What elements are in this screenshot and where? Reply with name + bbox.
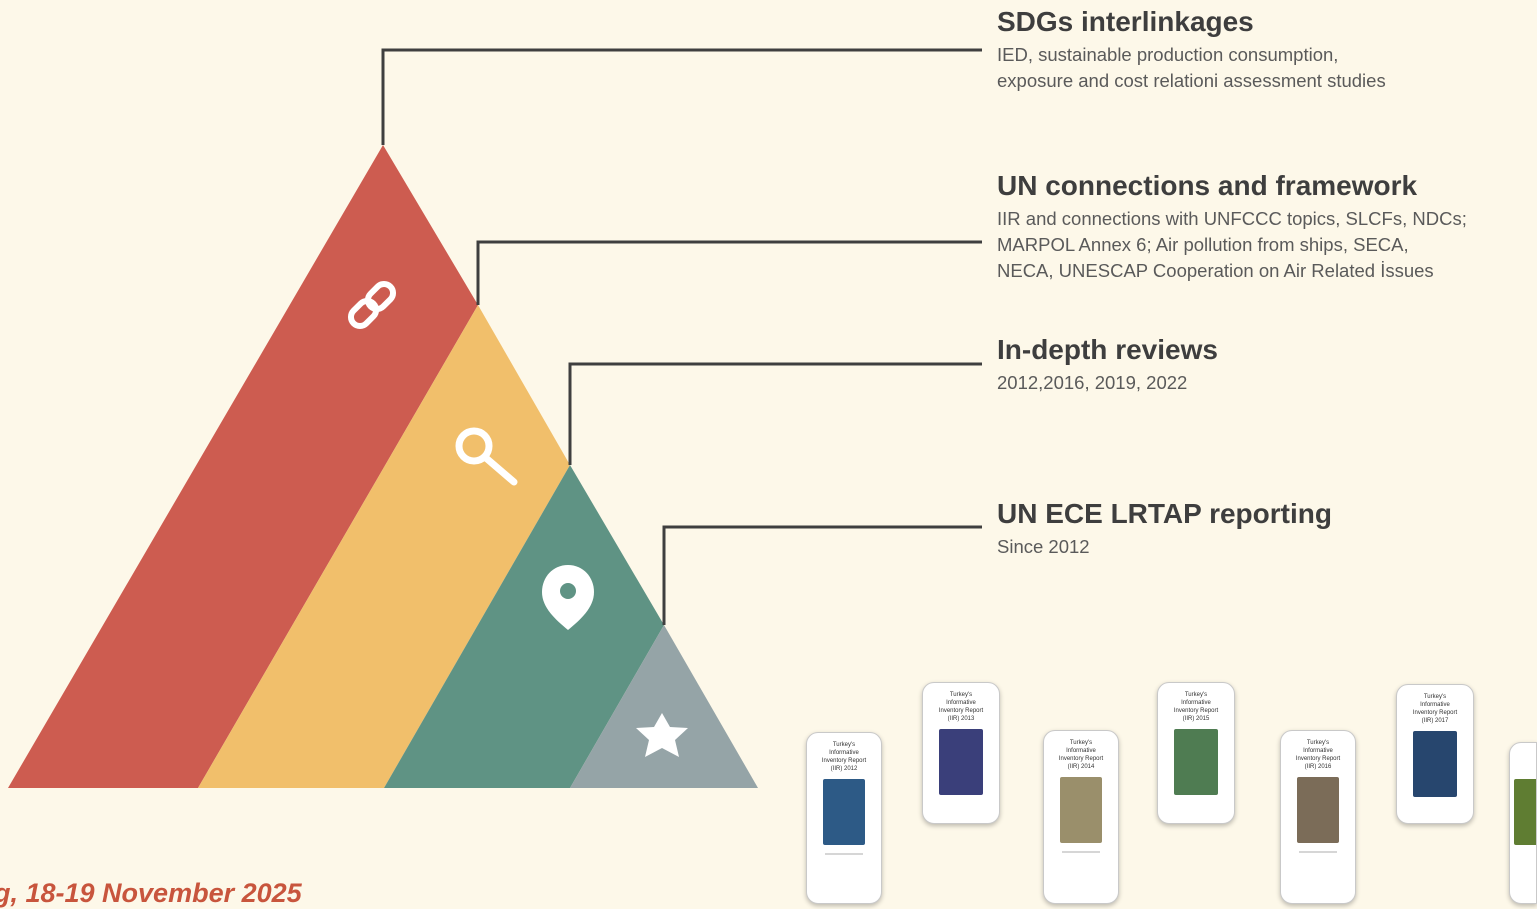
- report-subtitle: Informative Inventory Report: [938, 700, 984, 714]
- label-title-in-depth: In-depth reviews: [997, 334, 1218, 365]
- report-subtitle: Informative Inventory Report: [821, 750, 867, 764]
- report-cover-photo: [1514, 779, 1536, 845]
- desc-line: exposure and cost relationi assessment s…: [997, 70, 1386, 91]
- label-desc-un-connections: IIR and connections with UNFCCC topics, …: [997, 206, 1467, 284]
- report-cover-photo: [822, 779, 866, 845]
- pyramid-band-un-connections: [198, 305, 570, 788]
- label-desc-sdgs: IED, sustainable production consumption,…: [997, 42, 1386, 94]
- report-thumbnail-2017: Turkey's Informative Inventory Report (I…: [1396, 684, 1474, 824]
- report-year: (IIR) 2017: [1421, 718, 1449, 724]
- desc-line: IIR and connections with UNFCCC topics, …: [997, 208, 1467, 229]
- label-title-sdgs: SDGs interlinkages: [997, 6, 1254, 37]
- label-desc-in-depth: 2012,2016, 2019, 2022: [997, 370, 1218, 396]
- desc-line: Since 2012: [997, 536, 1090, 557]
- report-thumbnail-2013: Turkey's Informative Inventory Report (I…: [922, 682, 1000, 824]
- report-thumbnail-2018: [1509, 742, 1537, 904]
- report-cover-photo: [1059, 777, 1103, 843]
- desc-line: NECA, UNESCAP Cooperation on Air Related…: [997, 260, 1434, 281]
- pyramid-band-in-depth: [384, 465, 664, 788]
- divider: [1062, 851, 1100, 853]
- star-icon: [636, 713, 688, 757]
- label-title-un-connections: UN connections and framework: [997, 170, 1418, 201]
- pyramid-band-lrtap: [570, 625, 758, 788]
- label-desc-lrtap: Since 2012: [997, 534, 1332, 560]
- report-cover-photo: [939, 729, 983, 795]
- report-year: (IIR) 2016: [1304, 764, 1332, 770]
- label-sdgs: SDGs interlinkages IED, sustainable prod…: [997, 6, 1386, 94]
- divider: [1299, 851, 1337, 853]
- report-cover-photo: [1413, 731, 1457, 797]
- report-year: (IIR) 2013: [947, 716, 975, 722]
- report-subtitle: Informative Inventory Report: [1058, 748, 1104, 762]
- connector-line-sdgs: [381, 48, 982, 145]
- report-name: Turkey's: [949, 692, 973, 698]
- desc-line: 2012,2016, 2019, 2022: [997, 372, 1188, 393]
- link-icon: [347, 280, 397, 330]
- connector-line-un-connections: [476, 240, 982, 305]
- report-year: (IIR) 2015: [1182, 716, 1210, 722]
- report-thumbnail-2014: Turkey's Informative Inventory Report (I…: [1043, 730, 1119, 904]
- report-subtitle: Informative Inventory Report: [1412, 702, 1458, 716]
- report-thumbnail-2015: Turkey's Informative Inventory Report (I…: [1157, 682, 1235, 824]
- label-lrtap: UN ECE LRTAP reporting Since 2012: [997, 498, 1332, 560]
- label-title-lrtap: UN ECE LRTAP reporting: [997, 498, 1332, 529]
- report-thumbnail-2016: Turkey's Informative Inventory Report (I…: [1280, 730, 1356, 904]
- desc-line: IED, sustainable production consumption,: [997, 44, 1339, 65]
- report-cover-photo: [1174, 729, 1218, 795]
- report-name: Turkey's: [832, 742, 856, 748]
- label-un-connections: UN connections and framework IIR and con…: [997, 170, 1467, 284]
- report-year: (IIR) 2012: [830, 766, 858, 772]
- desc-line: MARPOL Annex 6; Air pollution from ships…: [997, 234, 1409, 255]
- divider: [825, 853, 863, 855]
- report-name: Turkey's: [1423, 694, 1447, 700]
- report-year: (IIR) 2014: [1067, 764, 1095, 770]
- report-subtitle: Informative Inventory Report: [1173, 700, 1219, 714]
- location-pin-icon: [542, 565, 594, 630]
- search-icon: [455, 427, 518, 486]
- report-name: Turkey's: [1306, 740, 1330, 746]
- connector-line-in-depth: [568, 362, 982, 465]
- footer-date: g, 18-19 November 2025: [0, 878, 302, 908]
- report-name: Turkey's: [1069, 740, 1093, 746]
- report-thumbnail-2012: Turkey's Informative Inventory Report (I…: [806, 732, 882, 904]
- report-cover-photo: [1296, 777, 1340, 843]
- report-subtitle: Informative Inventory Report: [1295, 748, 1341, 762]
- report-name: Turkey's: [1184, 692, 1208, 698]
- connector-line-lrtap: [662, 525, 982, 625]
- label-in-depth: In-depth reviews 2012,2016, 2019, 2022: [997, 334, 1218, 396]
